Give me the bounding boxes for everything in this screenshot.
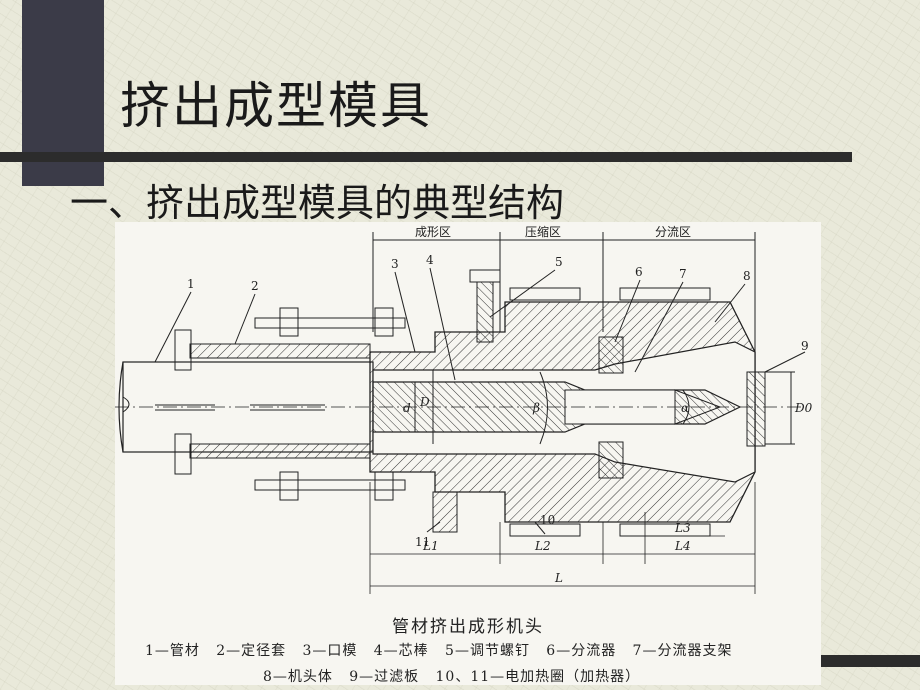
breaker-plate <box>746 371 766 447</box>
symbol-D0: D0 <box>794 401 813 415</box>
extrusion-die-figure: 成形区 压缩区 分流区 <box>115 222 821 685</box>
zone-forming: 成形区 <box>415 225 451 239</box>
part-number-7: 7 <box>679 267 687 281</box>
dimension-lines: L1 L2 L3 L4 L <box>369 482 756 594</box>
dim-L3: L3 <box>674 521 691 535</box>
part-number-2: 2 <box>251 279 259 293</box>
zone-compression: 压缩区 <box>525 224 561 239</box>
dim-L4: L4 <box>674 539 691 553</box>
symbol-D: D <box>419 395 430 409</box>
part-leaders <box>154 267 806 535</box>
centerline <box>115 370 805 445</box>
symbol-alpha: α <box>681 401 689 415</box>
part-numbers: 1 2 3 4 5 6 7 8 9 10 11 <box>187 253 809 549</box>
dim-L1: L1 <box>422 539 439 553</box>
part-number-1: 1 <box>187 277 195 291</box>
figure-legend-line-1: 1—管材 2—定径套 3—口模 4—芯棒 5—调节螺钉 6—分流器 7—分流器支… <box>145 643 733 659</box>
part-number-4: 4 <box>426 253 434 267</box>
figure-caption: 管材挤出成形机头 <box>392 617 544 637</box>
part-number-6: 6 <box>635 265 643 279</box>
die-drawing: 成形区 压缩区 分流区 <box>115 224 813 594</box>
slide-subtitle: 一、挤出成型模具的典型结构 <box>70 181 565 225</box>
dim-L: L <box>554 571 563 585</box>
part-number-11: 11 <box>415 535 430 549</box>
part-number-9: 9 <box>801 339 809 353</box>
part-number-3: 3 <box>391 257 399 271</box>
bottom-divider <box>820 655 920 667</box>
symbol-d: d <box>403 401 411 415</box>
title-divider <box>0 152 852 162</box>
figure-legend-line-2: 8—机头体 9—过滤板 10、11—电加热圈（加热器） <box>263 669 641 685</box>
sizing-sleeve-part <box>174 329 371 475</box>
drawing-symbols: d D β α D0 <box>403 395 813 415</box>
spider-part <box>598 336 624 479</box>
part-number-10: 10 <box>540 513 555 527</box>
dim-L2: L2 <box>534 539 551 553</box>
flange-bolts <box>254 307 406 501</box>
zone-distribution: 分流区 <box>655 225 691 239</box>
adjusting-screw <box>469 269 501 343</box>
part-number-5: 5 <box>555 255 563 269</box>
zone-header: 成形区 压缩区 分流区 <box>372 224 756 352</box>
slide-title: 挤出成型模具 <box>120 77 432 135</box>
part-number-8: 8 <box>743 269 751 283</box>
symbol-beta: β <box>532 401 540 415</box>
